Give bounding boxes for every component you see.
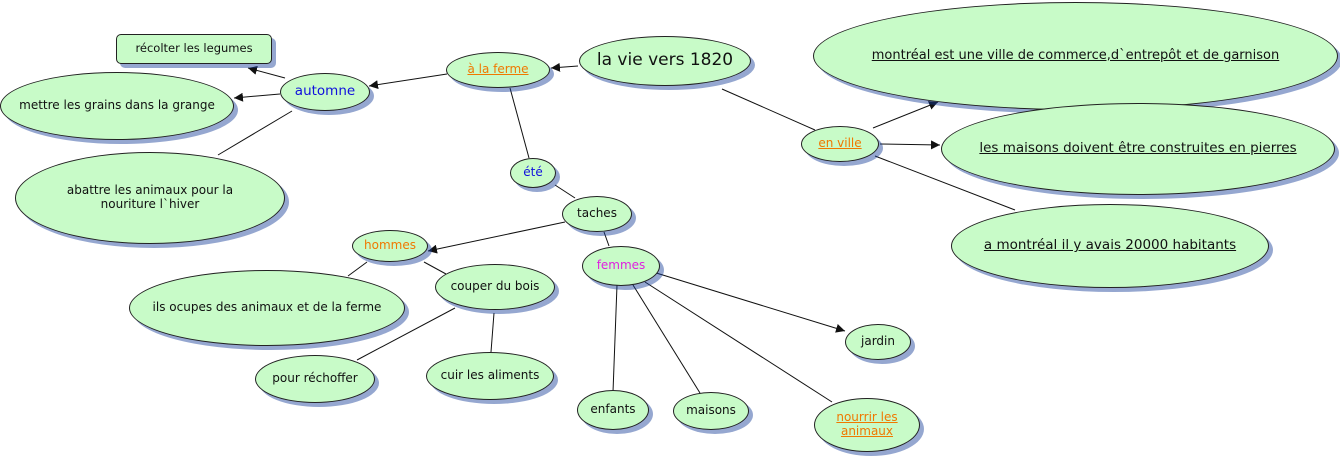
edge-automne-grains	[233, 92, 281, 102]
node-habitants[interactable]: a montréal il y avais 20000 habitants	[951, 204, 1269, 288]
edge-root-ferme	[550, 62, 579, 72]
edge-automne-abattre	[217, 110, 293, 156]
node-occupes[interactable]: ils ocupes des animaux et de la ferme	[129, 270, 405, 346]
node-enfants[interactable]: enfants	[577, 390, 649, 430]
node-hommes[interactable]: hommes	[352, 230, 428, 262]
node-couper[interactable]: couper du bois	[435, 264, 555, 310]
node-ete[interactable]: été	[510, 158, 556, 188]
edge-hommes-couper	[423, 261, 447, 275]
edge-ville-pierres	[879, 140, 941, 150]
node-recolter[interactable]: récolter les legumes	[116, 34, 272, 64]
edge-ferme-ete	[509, 87, 530, 159]
node-root[interactable]: la vie vers 1820	[579, 36, 751, 86]
edge-femmes-enfants	[612, 284, 618, 393]
edge-couper-rechoffer	[356, 307, 456, 361]
edge-couper-cuir	[490, 312, 495, 353]
node-cuir[interactable]: cuir les aliments	[426, 352, 554, 400]
node-taches[interactable]: taches	[562, 196, 632, 232]
edge-ferme-automne	[368, 73, 448, 90]
edge-ete-taches	[554, 184, 576, 199]
node-automne[interactable]: automne	[280, 73, 370, 111]
edge-root-ville	[721, 88, 816, 131]
node-en-ville[interactable]: en ville	[801, 126, 879, 162]
node-abattre[interactable]: abattre les animaux pour la nouriture l`…	[15, 152, 285, 244]
edge-ville-habitants	[874, 155, 1016, 211]
node-grains[interactable]: mettre les grains dans la grange	[0, 72, 234, 140]
edge-taches-femmes	[603, 231, 610, 247]
node-a-la-ferme[interactable]: à la ferme	[446, 52, 550, 88]
node-rechoffer[interactable]: pour réchoffer	[255, 355, 375, 403]
edge-femmes-jardin	[652, 271, 846, 333]
edge-taches-hommes	[427, 221, 566, 254]
edge-hommes-occupes	[347, 261, 368, 277]
node-jardin[interactable]: jardin	[845, 324, 911, 360]
node-pierres[interactable]: les maisons doivent être construites en …	[941, 103, 1335, 195]
node-commerce[interactable]: montréal est une ville de commerce,d`ent…	[813, 2, 1338, 110]
node-maisons[interactable]: maisons	[673, 392, 749, 430]
edge-ville-commerce	[872, 101, 939, 129]
edge-femmes-nourrir	[644, 281, 833, 403]
edge-femmes-maisons	[632, 284, 701, 394]
node-nourrir[interactable]: nourrir les animaux	[814, 398, 920, 452]
edge-automne-recolter	[247, 66, 286, 79]
node-femmes[interactable]: femmes	[582, 246, 660, 286]
